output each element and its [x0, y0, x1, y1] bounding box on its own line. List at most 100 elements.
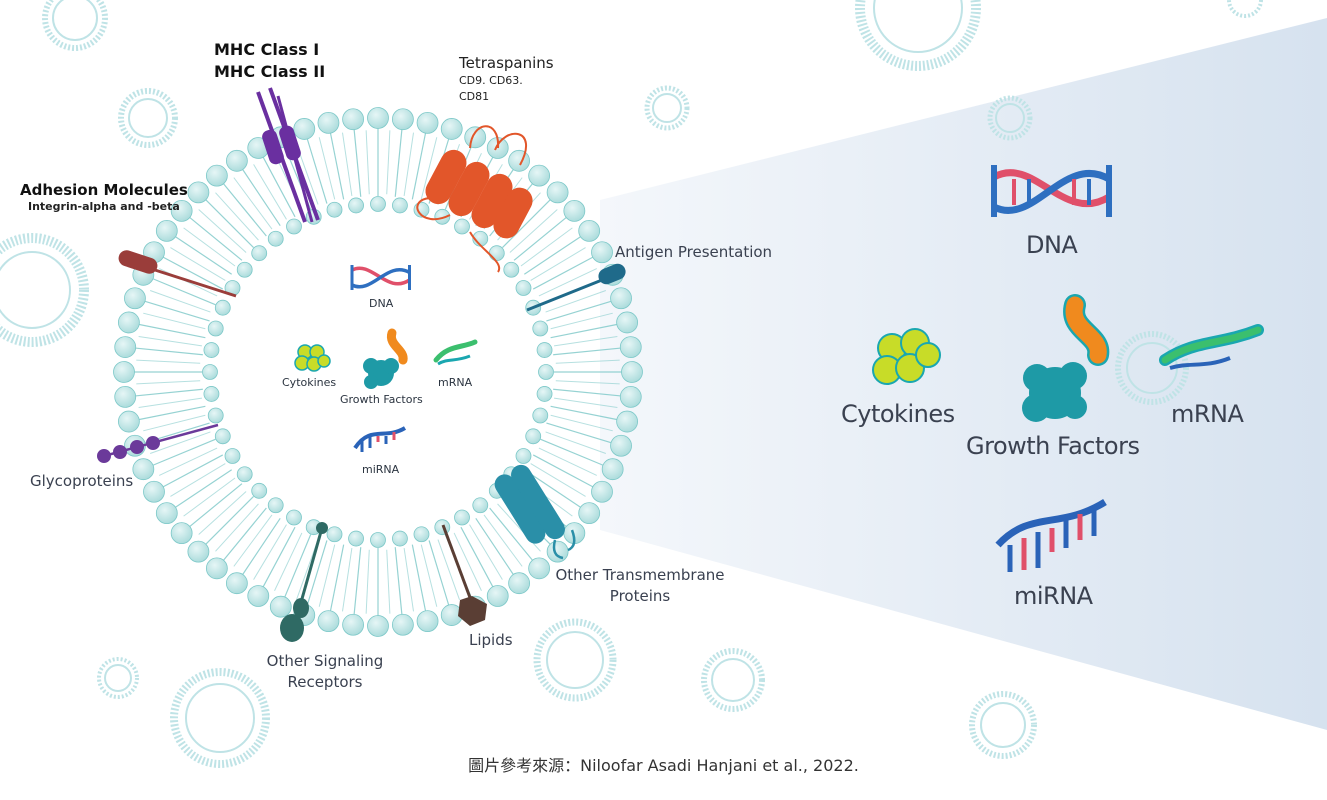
lipid-head-outer: [117, 410, 140, 433]
lipid-tail: [341, 548, 353, 612]
lipid-head-outer: [143, 480, 165, 503]
lipid-tail: [183, 477, 236, 517]
lipid-head-inner: [532, 407, 549, 424]
bg-vesicle: [0, 233, 89, 347]
bg-vesicle: [855, 0, 981, 71]
lipid-head-inner: [267, 230, 284, 247]
lipid-head-inner: [348, 197, 364, 214]
lipid-head-outer: [440, 118, 463, 140]
lipid-tail: [136, 359, 201, 364]
lipid-tail: [262, 156, 296, 218]
lipid-tail: [532, 256, 594, 290]
lipid-head-inner: [454, 509, 470, 526]
lipid-head-outer: [610, 287, 632, 310]
lipid-tail: [222, 507, 267, 561]
lipid-tail: [546, 422, 612, 444]
lipid-tail: [550, 405, 618, 421]
lipid-head-inner: [286, 218, 302, 235]
bg-vesicle: [644, 85, 690, 131]
lipid-tail: [365, 549, 370, 614]
lipid-head-outer: [367, 107, 389, 129]
lipid-tail: [550, 323, 618, 339]
lipid-head-outer: [113, 361, 135, 383]
lipid-head-outer: [601, 458, 624, 481]
lipid-head-outer: [170, 522, 193, 545]
lipid-tail: [138, 397, 202, 409]
lipid-head-outer: [205, 557, 228, 580]
large-mrna-label: mRNA: [1171, 400, 1244, 428]
lipid-tail: [524, 469, 582, 509]
lipid-tail: [149, 290, 211, 313]
lipid-head-outer: [416, 610, 439, 633]
large-dna-icon: [991, 165, 1112, 217]
lipid-tail: [306, 540, 328, 606]
lipid-head-inner: [454, 218, 470, 235]
lipid-head-outer: [621, 361, 643, 383]
lipid-head-outer: [619, 336, 642, 359]
lipid-tail: [284, 534, 312, 598]
lipid-head-outer: [546, 540, 569, 563]
lipid-tail: [513, 216, 567, 261]
lipid-tail: [152, 438, 216, 466]
bg-vesicle: [118, 88, 178, 148]
lipid-head-inner: [515, 448, 532, 464]
adhesion-molecules-label: Adhesion Molecules: [20, 181, 188, 199]
lipid-head-outer: [367, 615, 389, 637]
large-cytokines-label: Cytokines: [841, 400, 955, 428]
lipid-tail: [520, 227, 573, 267]
lipid-head-inner: [236, 466, 253, 483]
lipid-head-outer: [391, 613, 414, 636]
lipid-head-inner: [488, 245, 505, 262]
lipid-tail: [241, 168, 281, 226]
lipid-head-outer: [391, 108, 414, 131]
adhesion-molecule: [118, 250, 237, 298]
bg-vesicle: [97, 657, 139, 699]
lipid-head-inner: [203, 342, 220, 358]
lipid-head-inner: [392, 530, 408, 547]
lipid-tail: [135, 347, 203, 356]
bg-vesicle: [170, 668, 270, 768]
inner-mrna-label: mRNA: [438, 376, 473, 389]
lipid-head-outer: [342, 613, 365, 636]
lipid-tail: [553, 388, 621, 397]
large-mirna-icon: [995, 499, 1107, 572]
lipid-tail: [170, 247, 226, 281]
mhc-class-1-label: MHC Class I: [214, 40, 320, 59]
lipid-tail: [553, 347, 621, 356]
lipid-tail: [475, 518, 515, 576]
lipid-tail: [530, 463, 586, 497]
lipid-tail: [469, 524, 503, 580]
inner-mrna-icon: [433, 339, 478, 366]
lipid-tail: [394, 547, 403, 615]
large-dna-label: DNA: [1026, 231, 1078, 259]
lipid-tail: [411, 544, 427, 612]
bg-vesicle: [42, 0, 108, 51]
lipid-head-outer: [225, 572, 248, 595]
lipid-tail: [524, 235, 582, 275]
inner-dna-icon: [350, 265, 411, 290]
lipid-tail: [386, 130, 391, 195]
lipid-tail: [174, 235, 232, 275]
lipid-tail: [162, 256, 224, 290]
lipid-head-inner: [472, 497, 489, 514]
lipid-tail: [253, 164, 287, 220]
lipid-head-outer: [578, 219, 601, 242]
bg-vesicle: [969, 691, 1037, 759]
lipid-tail: [555, 380, 620, 385]
lipid-tail: [545, 431, 607, 454]
lipid-tail: [174, 469, 232, 509]
bg-vesicle: [701, 648, 765, 712]
lipid-head-outer: [578, 502, 601, 525]
lipid-head-inner: [286, 509, 302, 526]
lipid-tail: [159, 447, 218, 476]
lipid-tail: [365, 130, 370, 195]
lipid-tail: [274, 532, 303, 591]
cargo-projection-beam: [600, 18, 1327, 730]
lipid-tail: [428, 540, 450, 606]
glycoproteins-label: Glycoproteins: [30, 472, 134, 490]
antigen-presentation-protein: [526, 263, 626, 312]
lipid-head-inner: [326, 201, 343, 218]
lipid-head-outer: [317, 610, 340, 633]
lipid-head-outer: [205, 164, 228, 187]
lipid-tail: [509, 209, 558, 253]
